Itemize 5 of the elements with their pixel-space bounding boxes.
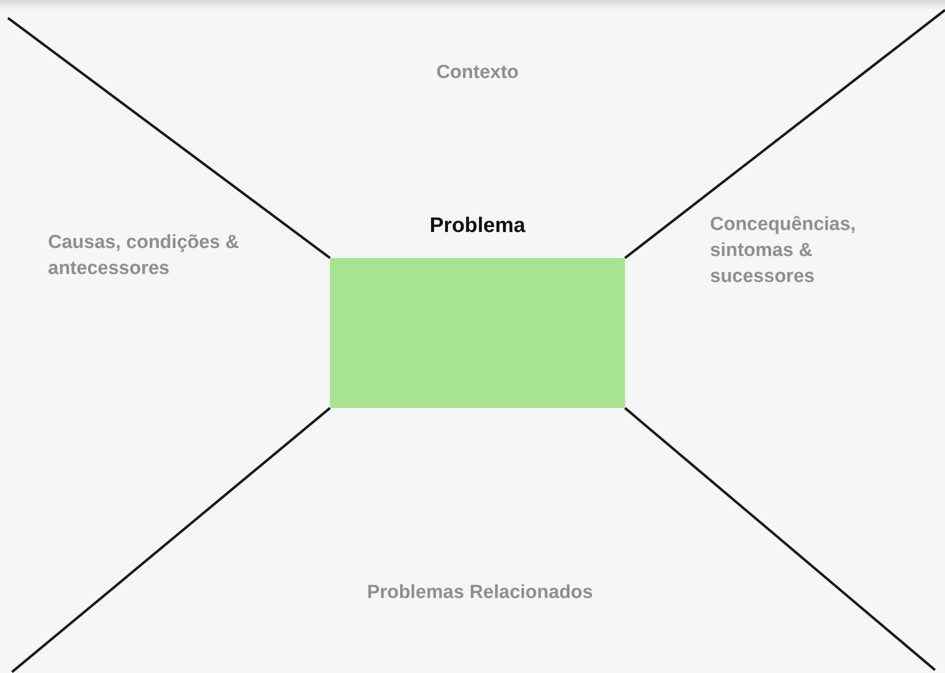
box-heading: Problema xyxy=(428,214,526,238)
region-label: Contexto xyxy=(435,61,520,85)
region-label: Causas, condições & antecessores xyxy=(48,231,240,281)
region-label: Problemas Relacionados xyxy=(366,581,594,605)
region-label: Concequências, sintomas & sucessores xyxy=(710,213,857,289)
